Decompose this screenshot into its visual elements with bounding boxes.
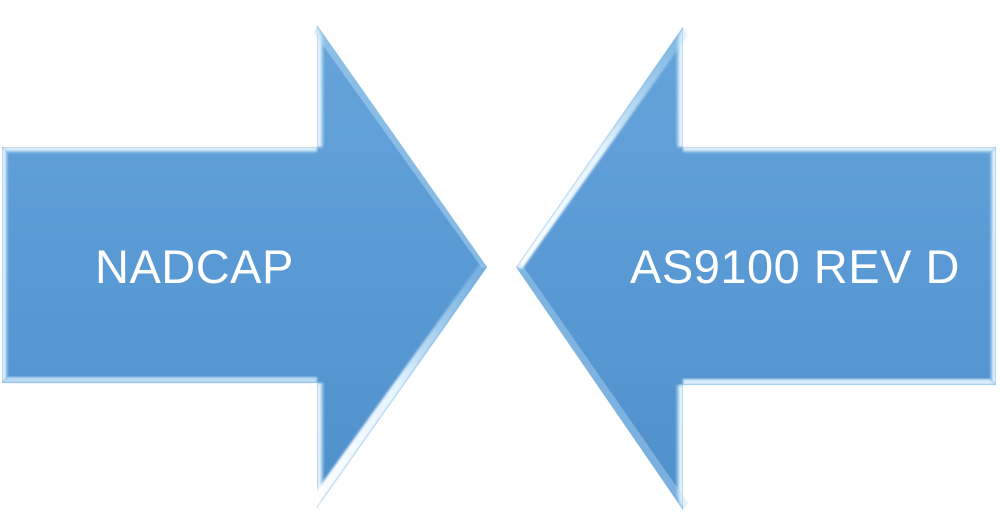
right-arrow-bevel-shaft-right	[990, 147, 996, 385]
left-arrow-bevel-barb-upper	[317, 25, 324, 147]
left-arrow-bevel-barb-lower	[317, 383, 324, 508]
left-arrow-bevel-shaft-bottom	[2, 377, 317, 383]
right-arrow-bevel-shaft-bottom	[683, 379, 996, 385]
left-arrow-label: NADCAP	[95, 240, 294, 293]
left-arrow-bevel-head-lower	[310, 262, 487, 508]
left-arrow	[2, 25, 487, 508]
left-arrow-bevel-shaft-top	[2, 147, 317, 153]
left-arrow-bevel-head-upper	[314, 25, 487, 268]
right-arrow-label: AS9100 REV D	[630, 240, 960, 293]
right-arrow	[516, 27, 996, 510]
left-arrow-bevel-shaft-left	[2, 147, 8, 383]
right-arrow-bevel-head-lower	[516, 263, 688, 510]
right-arrow-bevel-head-upper	[516, 27, 688, 269]
left-arrow-body	[2, 25, 487, 508]
right-arrow-bevel-barb-upper	[676, 27, 683, 147]
right-arrow-bevel-shaft-top	[683, 147, 996, 153]
right-arrow-bevel-barb-lower	[676, 385, 683, 510]
